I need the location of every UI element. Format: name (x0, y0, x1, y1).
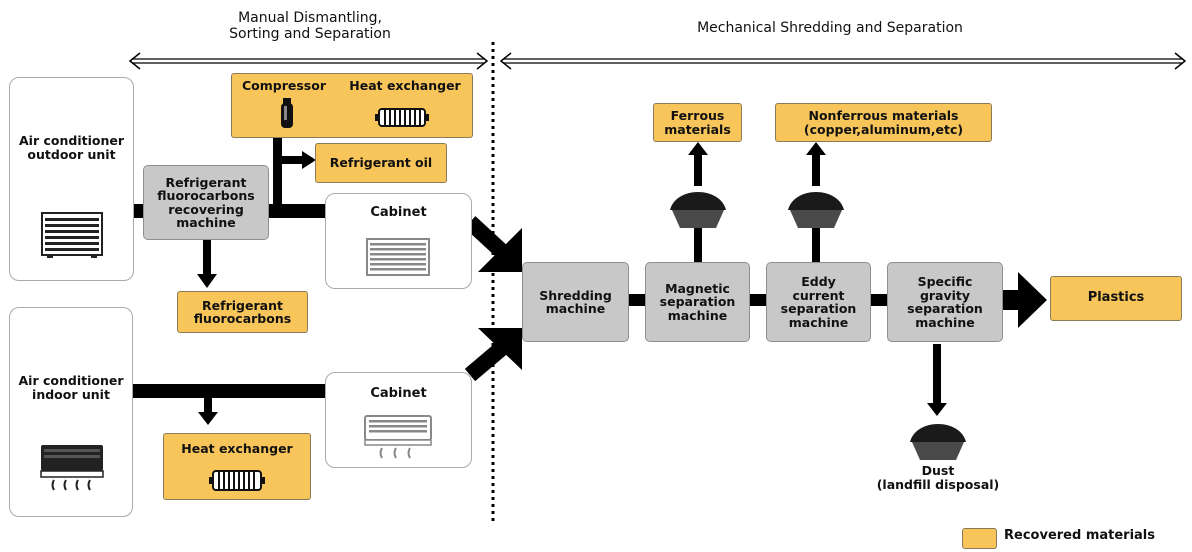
indoor-unit-panel: Air conditioner indoor unit (9, 307, 133, 517)
manual-phase-span-arrow (128, 52, 489, 70)
dust-label: Dust (landfill disposal) (876, 463, 1000, 493)
indoor-unit-label: Air conditioner indoor unit (18, 373, 124, 403)
outdoor-cabinet-box: Cabinet (325, 193, 472, 289)
shredding-machine: Shredding machine (522, 262, 629, 342)
outdoor-cabinet-label: Cabinet (370, 205, 427, 220)
legend-swatch (962, 528, 997, 549)
outdoor-unit-label: Air conditioner outdoor unit (19, 133, 124, 163)
indoor-cabinet-label: Cabinet (370, 386, 427, 401)
indoor-unit-icon (40, 445, 104, 491)
mechanical-phase-span-arrow (499, 52, 1187, 70)
specific-gravity-separation-machine: Specific gravity separation machine (887, 262, 1003, 342)
heat-exchanger-indoor-box: Heat exchanger (163, 433, 311, 500)
compressor-heat-exchanger-box: Compressor Heat exchanger (231, 73, 473, 138)
compressor-label: Compressor (241, 78, 326, 93)
dust-pile-icon (910, 424, 966, 460)
ferrous-pile-icon (670, 192, 726, 228)
heat-exchanger-top-icon (375, 108, 429, 127)
heat-exchanger-indoor-label: Heat exchanger (181, 441, 293, 456)
refrigerant-fluorocarbons-box: Refrigerant fluorocarbons (177, 291, 308, 333)
outdoor-unit-panel: Air conditioner outdoor unit (9, 77, 134, 281)
nonferrous-pile-icon (788, 192, 844, 228)
eddy-current-separation-machine: Eddy current separation machine (766, 262, 871, 342)
legend-label: Recovered materials (1004, 528, 1155, 543)
plastics-box: Plastics (1050, 276, 1182, 321)
magnetic-separation-machine: Magnetic separation machine (645, 262, 750, 342)
compressor-icon (281, 98, 293, 128)
phase-mechanical-label: Mechanical Shredding and Separation (697, 20, 963, 36)
outdoor-cabinet-icon (366, 238, 430, 276)
outdoor-unit-icon (41, 212, 103, 258)
nonferrous-materials-box: Nonferrous materials (copper,aluminum,et… (775, 103, 992, 142)
indoor-cabinet-box: Cabinet (325, 372, 472, 468)
refrigerant-oil-box: Refrigerant oil (315, 143, 447, 183)
refrigerant-recovering-machine: Refrigerant fluorocarbons recovering mac… (143, 165, 269, 240)
indoor-cabinet-icon (364, 415, 432, 459)
heat-exchanger-indoor-icon (209, 470, 265, 491)
heat-exchanger-top-label: Heat exchanger (349, 78, 461, 93)
phase-manual-label: Manual Dismantling, Sorting and Separati… (229, 10, 391, 43)
ferrous-materials-box: Ferrous materials (653, 103, 742, 142)
